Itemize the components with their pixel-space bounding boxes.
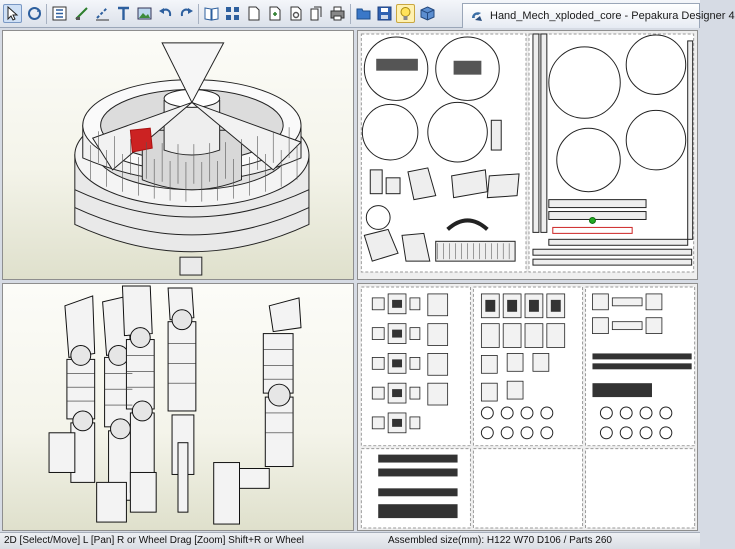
unfold-icon[interactable] bbox=[223, 4, 242, 23]
save-icon[interactable] bbox=[375, 4, 394, 23]
status-hint-text: 2D [Select/Move] L [Pan] R or Wheel Drag… bbox=[4, 535, 305, 546]
toolbar-separator bbox=[350, 4, 351, 24]
document-tab[interactable]: Hand_Mech_xploded_core - Pepakura Design… bbox=[462, 3, 735, 28]
cube-icon[interactable] bbox=[418, 4, 437, 23]
redo-icon[interactable] bbox=[177, 4, 196, 23]
page-copy-icon[interactable] bbox=[307, 4, 326, 23]
print-icon[interactable] bbox=[328, 4, 347, 23]
undo-icon[interactable] bbox=[156, 4, 175, 23]
align-tool-icon[interactable] bbox=[50, 4, 69, 23]
rotate-tool-icon[interactable] bbox=[25, 4, 44, 23]
2d-view-top[interactable] bbox=[357, 30, 698, 280]
3d-view-bottom[interactable] bbox=[2, 283, 354, 531]
exploded-core-model bbox=[74, 42, 310, 276]
edge-tool-icon[interactable] bbox=[72, 4, 91, 23]
assembled-size-text: Assembled size(mm): H122 W70 D106 / Part… bbox=[388, 535, 612, 546]
fold-line-tool-icon[interactable] bbox=[93, 4, 112, 23]
book-icon[interactable] bbox=[202, 4, 221, 23]
status-bar: 2D [Select/Move] L [Pan] R or Wheel Drag… bbox=[0, 532, 700, 549]
hand-fingers-model bbox=[48, 285, 302, 525]
text-tool-icon[interactable] bbox=[114, 4, 133, 23]
window-title: Hand_Mech_xploded_core - Pepakura Design… bbox=[490, 10, 735, 22]
page-add-icon[interactable] bbox=[265, 4, 284, 23]
pepakura-app-icon bbox=[472, 12, 482, 21]
open-folder-icon[interactable] bbox=[354, 4, 373, 23]
toolbar-separator bbox=[46, 4, 47, 24]
lightbulb-icon[interactable] bbox=[396, 4, 415, 23]
3d-view-top[interactable] bbox=[2, 30, 354, 280]
toolbar-separator bbox=[198, 4, 199, 24]
page-icon[interactable] bbox=[244, 4, 263, 23]
pattern-sheets-bottom bbox=[360, 286, 696, 529]
pattern-sheets-top bbox=[360, 33, 695, 273]
select-tool-icon[interactable] bbox=[3, 4, 22, 23]
2d-view-bottom[interactable] bbox=[357, 283, 698, 531]
page-settings-icon[interactable] bbox=[286, 4, 305, 23]
image-tool-icon[interactable] bbox=[135, 4, 154, 23]
